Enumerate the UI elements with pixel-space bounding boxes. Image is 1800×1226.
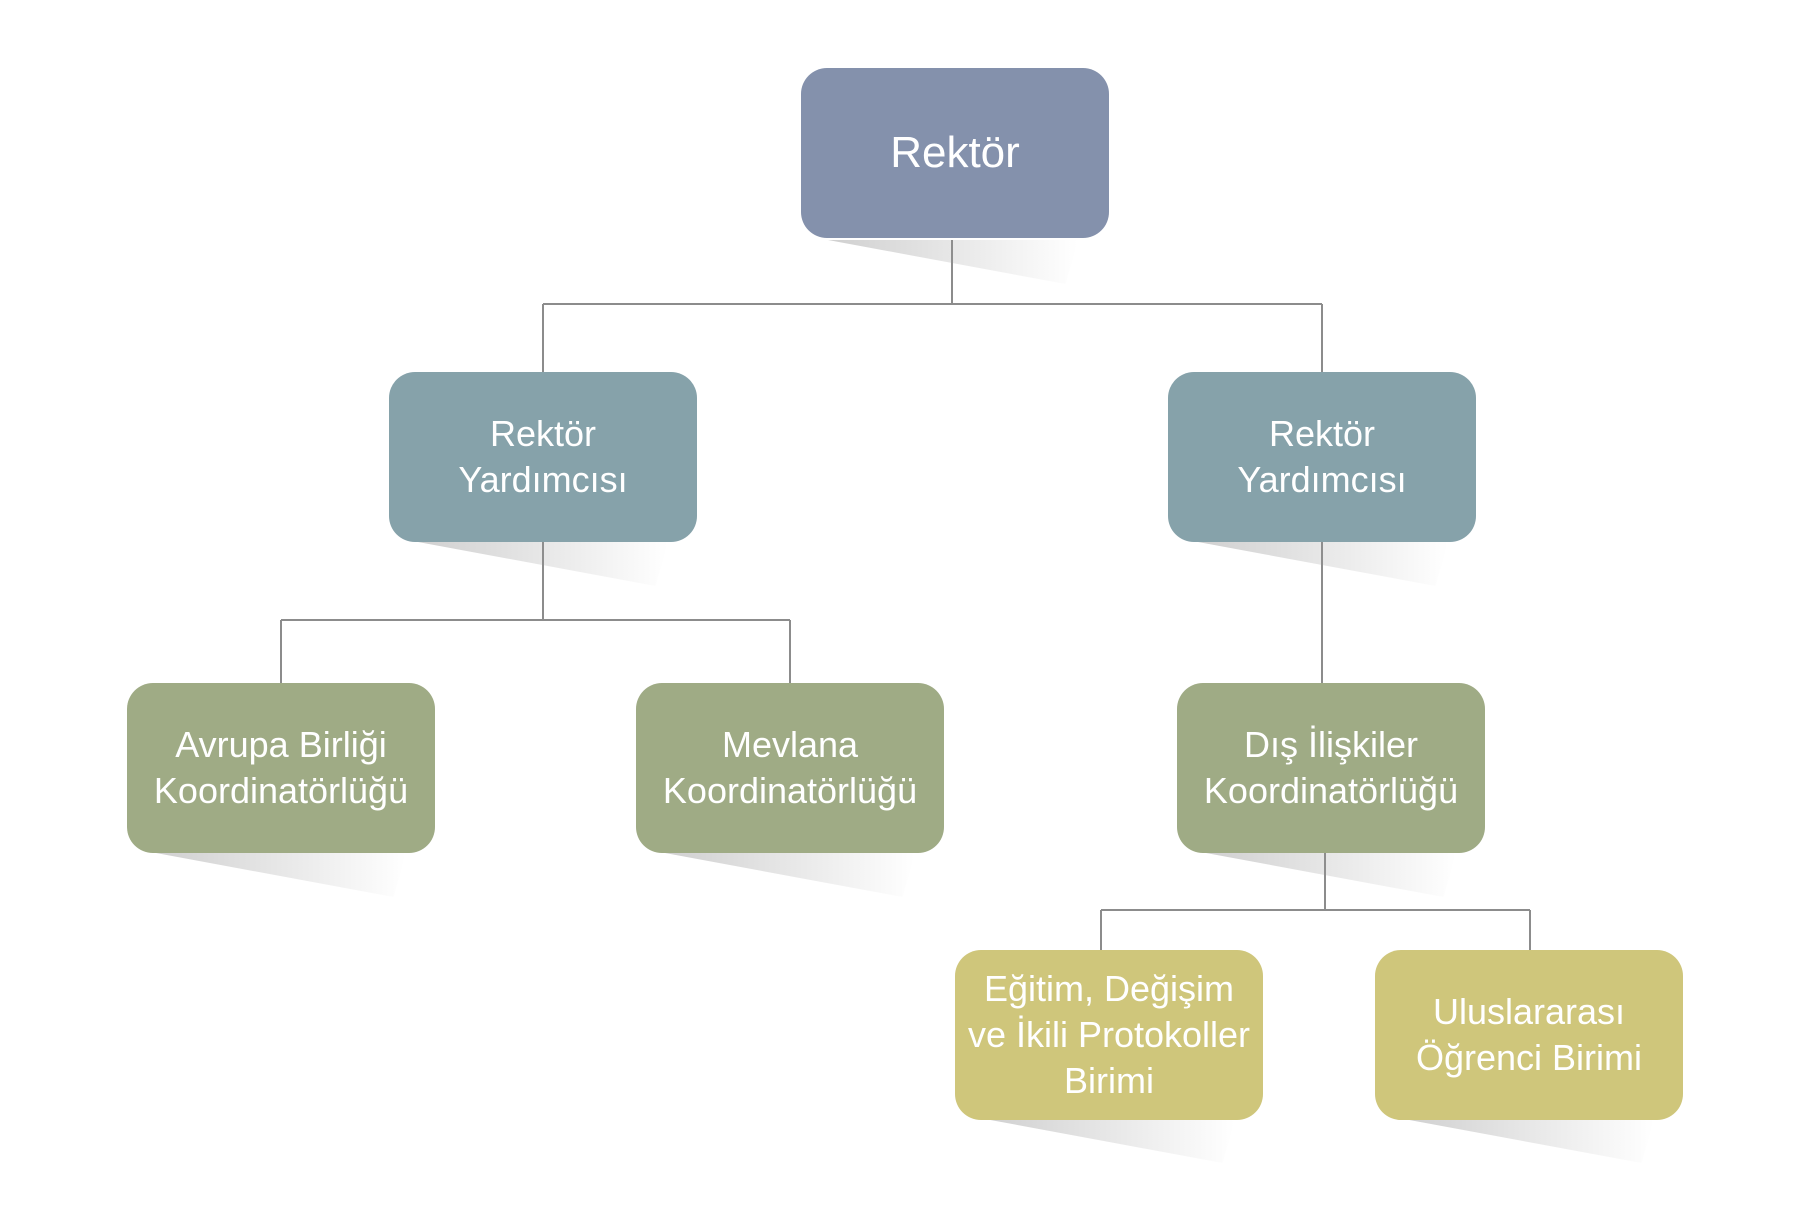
node-mevlana-coordination: Mevlana Koordinatörlüğü — [636, 683, 944, 853]
node-foreign-relations: Dış İlişkiler Koordinatörlüğü — [1177, 683, 1485, 853]
node-eu-coordination: Avrupa Birliği Koordinatörlüğü — [127, 683, 435, 853]
node-rektor: Rektör — [801, 68, 1109, 238]
node-education-exchange-unit: Eğitim, Değişim ve İkili Protokoller Bir… — [955, 950, 1263, 1120]
node-international-student-unit: Uluslararası Öğrenci Birimi — [1375, 950, 1683, 1120]
node-vice-rector-left: Rektör Yardımcısı — [389, 372, 697, 542]
node-vice-rector-right: Rektör Yardımcısı — [1168, 372, 1476, 542]
